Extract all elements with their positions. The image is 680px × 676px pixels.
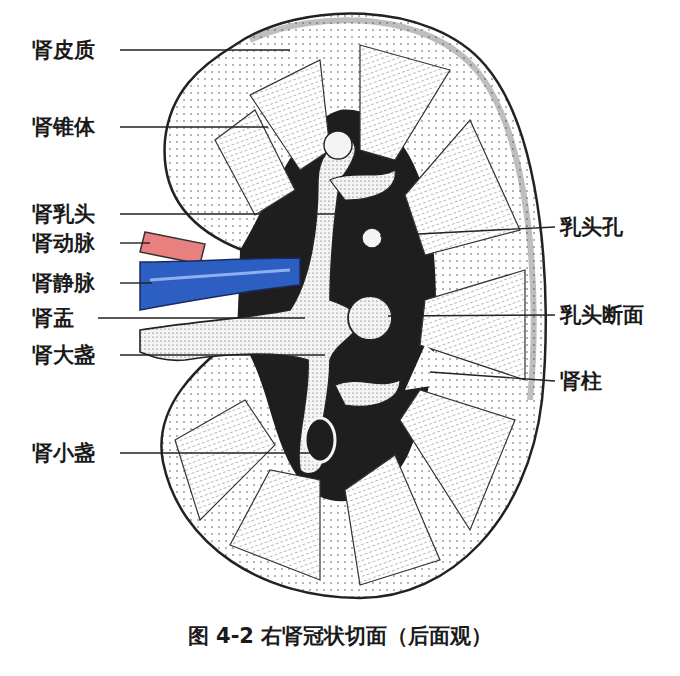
structure-label: 肾柱 bbox=[558, 368, 604, 394]
structure-label: 肾小盏 bbox=[30, 440, 97, 466]
structure-label: 肾盂 bbox=[30, 305, 76, 331]
vessel-label: 肾静脉 bbox=[30, 270, 97, 296]
tissue-label: 肾皮质 bbox=[30, 37, 97, 63]
figure-caption: 图 4-2 右肾冠状切面（后面观） bbox=[0, 622, 680, 650]
structure-label: 乳头孔 bbox=[558, 214, 625, 240]
tissue-label: 肾锥体 bbox=[30, 114, 97, 140]
tissue-label: 肾乳头 bbox=[30, 201, 97, 227]
structure-label: 乳头断面 bbox=[558, 302, 646, 328]
vessel-label: 肾动脉 bbox=[30, 230, 97, 256]
structure-label: 肾大盏 bbox=[30, 342, 97, 368]
